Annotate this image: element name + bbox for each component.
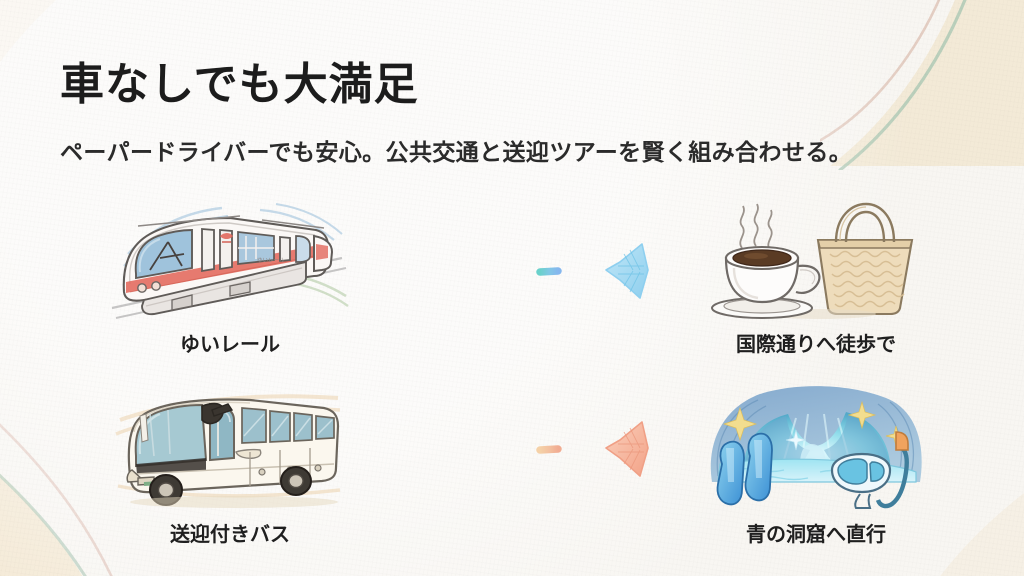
- tour-bus-icon: [115, 394, 341, 508]
- monorail-train-icon: ゆいレール: [111, 203, 349, 319]
- caption-kokusai-dori: 国際通りへ徒歩で: [736, 334, 896, 356]
- dashed-arrow-orange: [356, 421, 649, 477]
- steam-lines: [739, 203, 773, 251]
- page-subtitle: ペーパードライバーでも安心。公共交通と送迎ツアーを賢く組み合わせる。: [60, 139, 853, 165]
- swim-fins: [716, 432, 773, 506]
- tote-bag: [816, 202, 914, 316]
- dashed-arrow-blue: [356, 243, 649, 299]
- caption-monorail: ゆいレール: [180, 334, 280, 356]
- svg-text:ゆいレール: ゆいレール: [257, 257, 285, 264]
- snorkel-mask: [830, 431, 909, 509]
- caption-blue-cave: 青の洞窟へ直行: [746, 524, 886, 546]
- page-title: 車なしでも大満足: [60, 60, 419, 109]
- train-logo-mark: [220, 233, 233, 243]
- caption-bus: 送迎付きバス: [170, 524, 290, 546]
- blue-cave-snorkel-icon: [710, 386, 922, 509]
- coffee-cup: [711, 245, 821, 319]
- coffee-and-tote-bag-icon: [711, 202, 914, 319]
